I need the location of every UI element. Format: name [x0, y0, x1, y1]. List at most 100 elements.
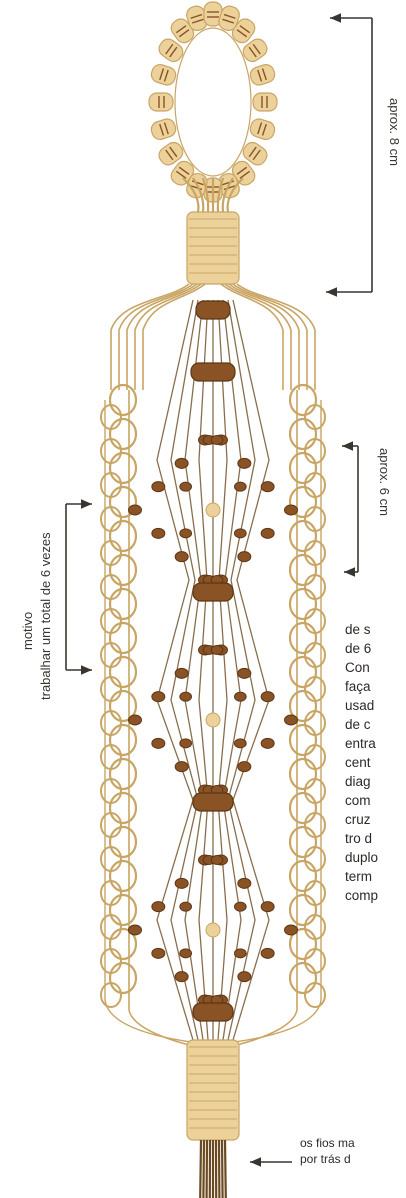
sinnet-ring [290, 623, 316, 653]
square-knot [180, 949, 192, 958]
instruction-line: com [345, 791, 406, 810]
loop-segment [248, 117, 276, 142]
sinnet-ring [290, 725, 316, 755]
gathering-knot [193, 1003, 233, 1021]
loop-segment-body [149, 117, 177, 142]
sinnet-ring [101, 881, 121, 905]
sinnet-ring [101, 779, 121, 803]
sinnet-ring [101, 507, 121, 531]
square-knot [234, 739, 246, 748]
square-knot [238, 552, 251, 562]
sinnet-ring [101, 677, 121, 701]
square-knot [180, 482, 192, 491]
instruction-line: faça [345, 677, 406, 696]
loop-length-label: aprox. 8 cm [387, 98, 402, 166]
square-knot [234, 902, 246, 911]
sinnet-ring [290, 895, 316, 925]
sinnet-ring [305, 745, 325, 769]
fan-cord [229, 284, 299, 390]
instruction-line: Con [345, 658, 406, 677]
sinnet-ring [305, 711, 325, 735]
center-knot [206, 503, 220, 517]
motif-label: motivo [20, 612, 35, 650]
inner-cord [233, 300, 269, 1040]
square-knot [175, 668, 188, 678]
sinnet-ring [305, 813, 325, 837]
sinnet-ring [101, 643, 121, 667]
wrap-collar-top [187, 212, 239, 284]
sinnet-ring [305, 609, 325, 633]
square-knot [175, 878, 188, 888]
loop-segment-body [248, 117, 276, 142]
loop-segment-body [149, 93, 173, 111]
sinnet-ring [305, 643, 325, 667]
sinnet-ring [110, 453, 136, 483]
square-knot [180, 902, 192, 911]
sinnet-ring [101, 745, 121, 769]
fan-cord [119, 284, 193, 390]
sinnet-ring [290, 861, 316, 891]
sinnet-ring [110, 521, 136, 551]
square-knot [129, 715, 142, 725]
square-knot [238, 878, 251, 888]
gathering-knot [191, 363, 235, 381]
sinnet-ring [110, 827, 136, 857]
motif-repeat-label: trabalhar um total de 6 vezes [38, 532, 53, 700]
square-knot [238, 972, 251, 982]
instruction-line: duplo [345, 848, 406, 867]
sinnet-ring [305, 779, 325, 803]
sinnet-ring [305, 949, 325, 973]
gathering-knot [193, 583, 233, 601]
square-knot [261, 482, 274, 492]
fan-cord [233, 284, 307, 390]
sinnet-ring [290, 793, 316, 823]
fan-cord [127, 284, 197, 390]
gathering-knot [193, 793, 233, 811]
fringe-strand [222, 1140, 223, 1198]
fringe-note-line: os fios ma [300, 1135, 406, 1151]
square-knot [180, 739, 192, 748]
loop-segment [149, 93, 173, 111]
wrap-collar-bottom [187, 1040, 239, 1140]
square-knot [238, 668, 251, 678]
sinnet-ring [290, 963, 316, 993]
sinnet-ring [110, 657, 136, 687]
sinnet-ring [305, 983, 325, 1007]
square-knot [152, 482, 165, 492]
sinnet-ring [305, 677, 325, 701]
square-knot [261, 528, 274, 538]
sinnet-ring [305, 507, 325, 531]
square-knot [152, 692, 165, 702]
sinnet-ring [290, 589, 316, 619]
instruction-line: cruz [345, 810, 406, 829]
instruction-text: de s de 6 Con faça usad de c entra cent … [345, 620, 406, 905]
square-knot [211, 436, 223, 445]
loop-inner-edge [175, 28, 251, 176]
square-knot [129, 505, 142, 515]
square-knot [152, 738, 165, 748]
sinnet-ring [110, 555, 136, 585]
sinnet-ring [290, 521, 316, 551]
fringe-strand [225, 1140, 226, 1198]
sinnet-ring [101, 711, 121, 735]
motif-length-label: aprox. 6 cm [377, 448, 392, 516]
square-knot [234, 482, 246, 491]
sinnet-ring [305, 439, 325, 463]
instruction-line: de c [345, 715, 406, 734]
instruction-line: diag [345, 772, 406, 791]
sinnet-ring [110, 589, 136, 619]
instruction-line: comp [345, 886, 406, 905]
square-knot [152, 902, 165, 912]
square-knot [152, 528, 165, 538]
sinnet-ring [290, 453, 316, 483]
loop-segment [149, 117, 177, 142]
sinnet-ring [101, 813, 121, 837]
square-knot [175, 762, 188, 772]
instruction-line: tro d [345, 829, 406, 848]
sinnet-ring [290, 555, 316, 585]
sinnet-ring [101, 575, 121, 599]
square-knot [238, 762, 251, 772]
square-knot [285, 925, 298, 935]
sinnet-ring [305, 405, 325, 429]
